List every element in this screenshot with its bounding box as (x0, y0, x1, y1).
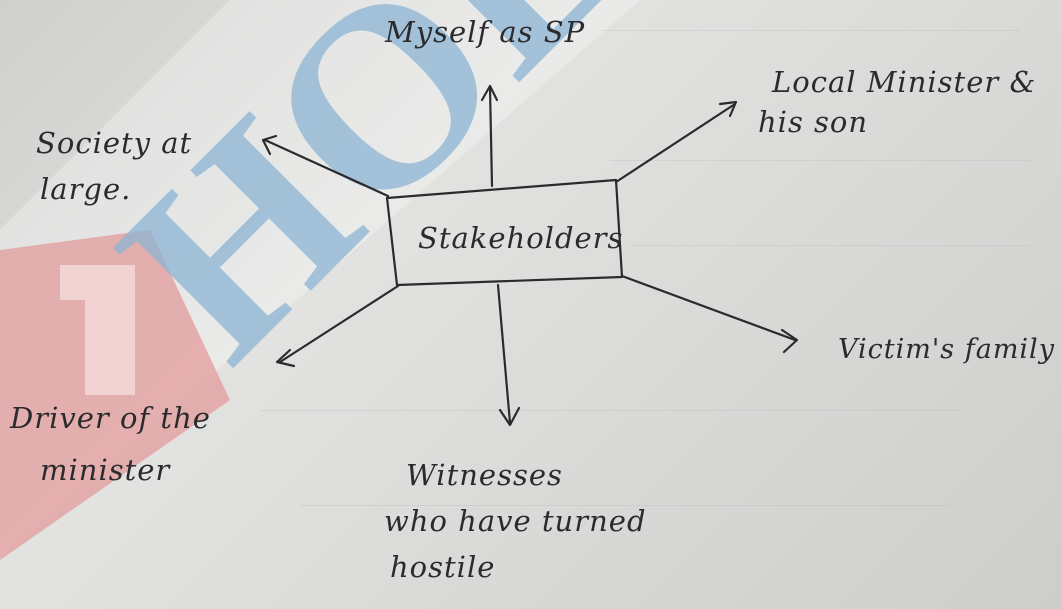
node-right: Victim's family (838, 330, 1055, 370)
arrow-top-right (614, 100, 738, 184)
node-bottom-left-line-2: minister (40, 453, 171, 487)
arrow-bottom-left (275, 284, 400, 368)
arrow-top (480, 84, 499, 188)
arrow-top-left (261, 134, 390, 198)
node-top-line-1: Myself as SP (385, 15, 586, 49)
node-top-left-line-1: Society at (36, 126, 193, 160)
node-top-left-line-2: large. (40, 172, 132, 206)
node-bottom-line-2: who have turned (384, 504, 647, 538)
node-bottom-line-3: hostile (390, 550, 496, 584)
node-right-line-1: Victim's family (838, 334, 1055, 365)
node-top-right-line-2: his son (758, 105, 869, 139)
node-top-right: Local Minister & his son (758, 62, 1037, 142)
arrow-bottom (496, 283, 521, 427)
node-bottom-left-line-1: Driver of the (10, 401, 211, 435)
node-top-left: Society at large. (36, 120, 192, 212)
node-bottom-line-1: Witnesses (406, 458, 563, 492)
node-top-right-line-1: Local Minister & (772, 65, 1037, 99)
node-top: Myself as SP (385, 12, 585, 52)
node-bottom: Witnesses who have turned hostile (384, 452, 647, 590)
arrow-right (620, 274, 799, 354)
center-label: Stakeholders (418, 221, 624, 255)
node-bottom-left: Driver of the minister (10, 392, 211, 496)
